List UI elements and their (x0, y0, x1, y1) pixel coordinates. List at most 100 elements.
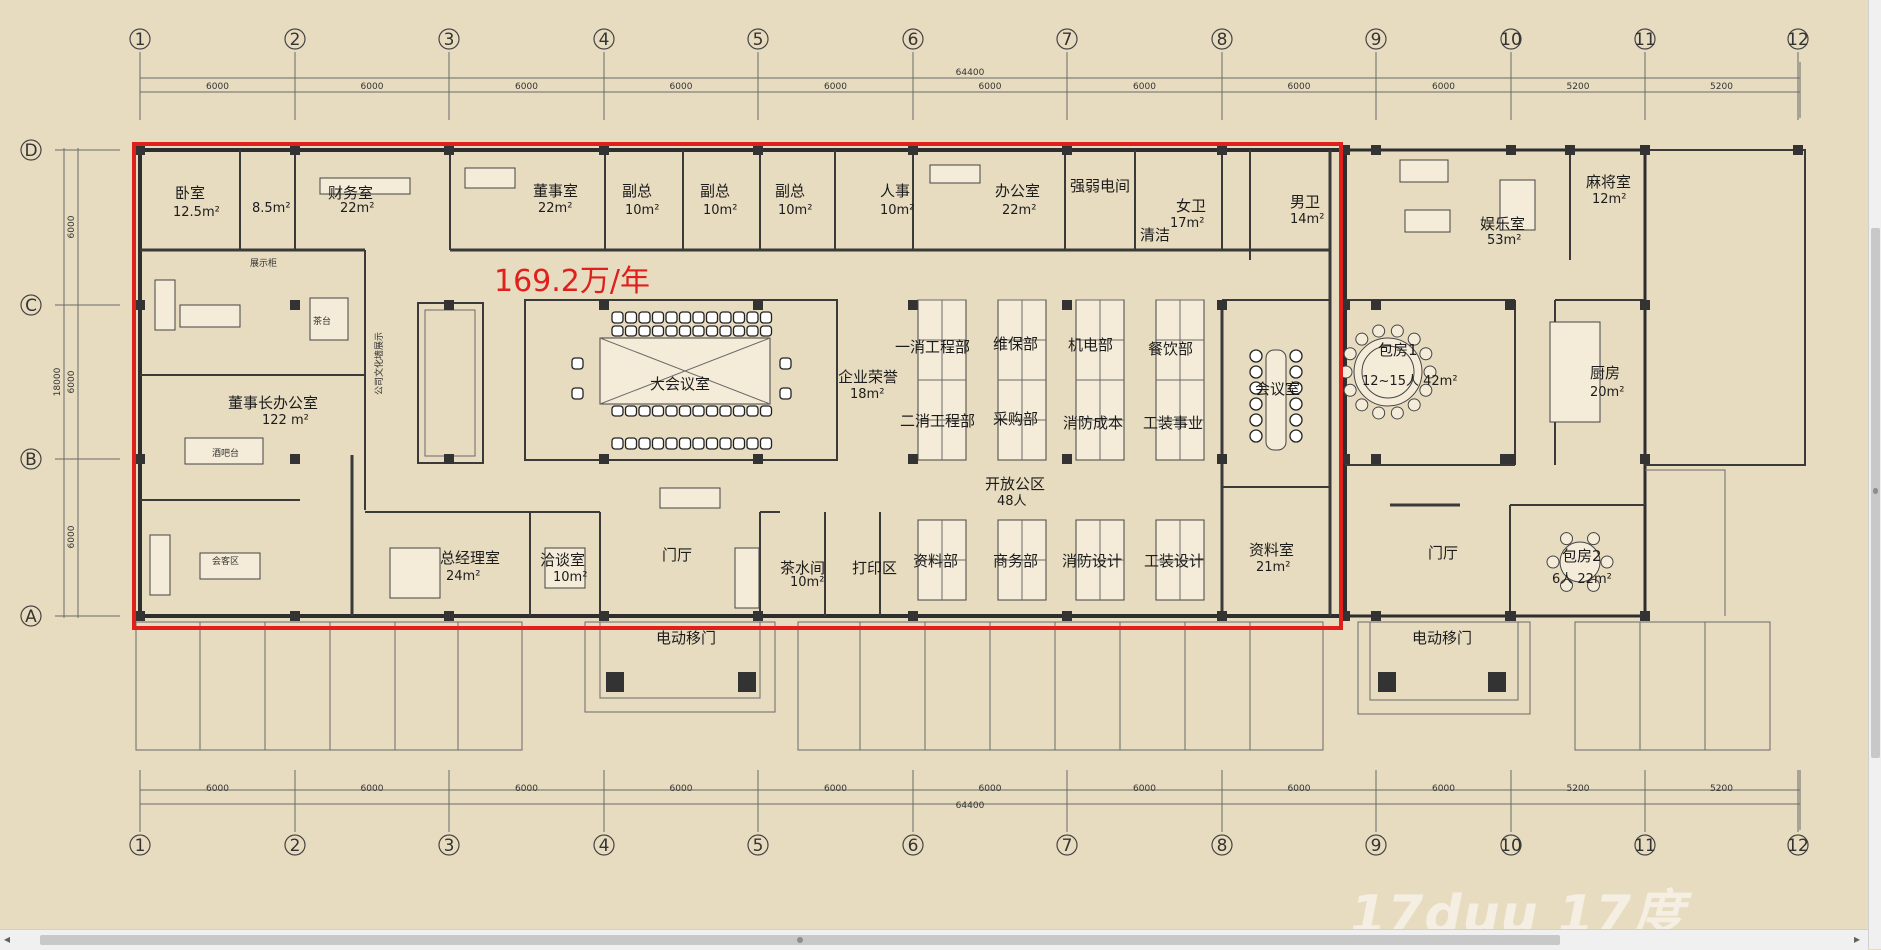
axis-circle-top (1056, 28, 1078, 50)
axis-label-top: 6 (908, 30, 919, 50)
column (599, 611, 609, 621)
column (1371, 611, 1381, 621)
room-chairman-name: 董事室 (533, 182, 578, 200)
room-open-office-name: 开放公区 (985, 475, 1045, 493)
column (599, 300, 609, 310)
room-vp2-area: 10m² (703, 203, 737, 218)
chair (1289, 365, 1303, 379)
room-cleaning-name: 清洁 (1140, 226, 1170, 244)
axis-circle-bottom (129, 834, 151, 856)
chair (678, 311, 692, 324)
chair (719, 405, 732, 417)
chair (1372, 406, 1386, 420)
column (1062, 454, 1072, 464)
column (444, 454, 454, 464)
column (1505, 300, 1515, 310)
axis-label-bottom: 4 (599, 836, 610, 856)
chair (1249, 381, 1263, 395)
axis-label-bottom: 1 (135, 836, 146, 856)
column (1371, 300, 1381, 310)
column (1640, 454, 1650, 464)
column (1062, 145, 1072, 155)
room-lobby2-name: 门厅 (1428, 544, 1458, 562)
dimension-total-bottom: 64400 (956, 801, 985, 811)
room-door2-name: 电动移门 (1412, 629, 1472, 647)
room-eng2-name: 二消工程部 (900, 412, 975, 430)
room-chairman-office-area: 122 m² (262, 413, 309, 428)
column (1506, 454, 1516, 464)
column (753, 454, 763, 464)
chair (638, 325, 651, 337)
room-honor-area: 18m² (850, 387, 884, 402)
chair (611, 311, 624, 324)
room-kitchen-name: 厨房 (1590, 364, 1620, 382)
column (1793, 145, 1803, 155)
room-women-wc-area: 17m² (1170, 216, 1204, 231)
column (1640, 300, 1650, 310)
column (1340, 454, 1350, 464)
dimension-top: 6000 (1133, 82, 1156, 92)
dimension-bottom: 6000 (979, 784, 1002, 794)
axis-label-top: 5 (753, 30, 764, 50)
room-finance-area: 22m² (340, 201, 374, 216)
chair (746, 437, 759, 450)
chair (692, 437, 705, 450)
room-small-area: 8.5m² (252, 201, 291, 216)
column (290, 611, 300, 621)
room-archive-name: 资料室 (1249, 541, 1294, 559)
room-kitchen-area: 20m² (1590, 385, 1624, 400)
chair (746, 311, 759, 324)
room-office-name: 办公室 (995, 182, 1040, 200)
highlight-frame (132, 142, 1343, 630)
chair (1372, 324, 1386, 338)
horizontal-scrollbar[interactable]: ◂ ▸ (0, 929, 1868, 950)
chair (1600, 555, 1614, 569)
room-labels: 卧室 12.5m² 8.5m² 财务室 22m² 董事室 22m² 副总 10m… (173, 173, 1631, 647)
axis-circle-bottom (747, 834, 769, 856)
scroll-right-icon[interactable]: ▸ (1854, 932, 1861, 946)
chair (732, 405, 746, 417)
chair (759, 325, 773, 337)
room-tea-area: 10m² (790, 575, 824, 590)
room-purchase-name: 采购部 (993, 410, 1038, 428)
axis-label-top: 10 (1500, 30, 1522, 50)
axis-label-top: 9 (1371, 30, 1382, 50)
scroll-left-icon[interactable]: ◂ (4, 932, 11, 946)
dimension-bottom: 5200 (1710, 784, 1733, 794)
room-door1-name: 电动移门 (656, 629, 716, 647)
chair (1249, 413, 1263, 427)
column (135, 611, 145, 621)
dimension-top: 6000 (206, 82, 229, 92)
room-private2-name: 包房2 (1562, 547, 1602, 565)
dimension-top: 5200 (1710, 82, 1733, 92)
dimension-left: 6000 (67, 215, 77, 238)
column (444, 145, 454, 155)
vertical-scrollbar[interactable] (1868, 0, 1881, 949)
column (908, 611, 918, 621)
vertical-scroll-grip-icon (1873, 488, 1878, 494)
label-bar: 酒吧台 (212, 447, 239, 459)
axis-circle-top (1634, 28, 1656, 50)
axis-circle-top (1365, 28, 1387, 50)
room-vp1-area: 10m² (625, 203, 659, 218)
chair (692, 405, 705, 417)
column (290, 145, 300, 155)
dimension-top: 6000 (824, 82, 847, 92)
chair (1249, 429, 1263, 443)
axis-circle-top (129, 28, 151, 50)
axis-label-top: 3 (444, 30, 455, 50)
room-negotiate-name: 洽谈室 (540, 551, 585, 569)
dimension-bottom: 6000 (1432, 784, 1455, 794)
chair (719, 437, 732, 450)
chair (705, 311, 719, 324)
room-fitout-design-name: 工装设计 (1144, 552, 1204, 570)
axis-label-bottom: 9 (1371, 836, 1382, 856)
left-dimension-lines (55, 148, 120, 618)
room-vp3-area: 10m² (778, 203, 812, 218)
chair (665, 311, 678, 324)
axis-label-bottom: 11 (1634, 836, 1656, 856)
